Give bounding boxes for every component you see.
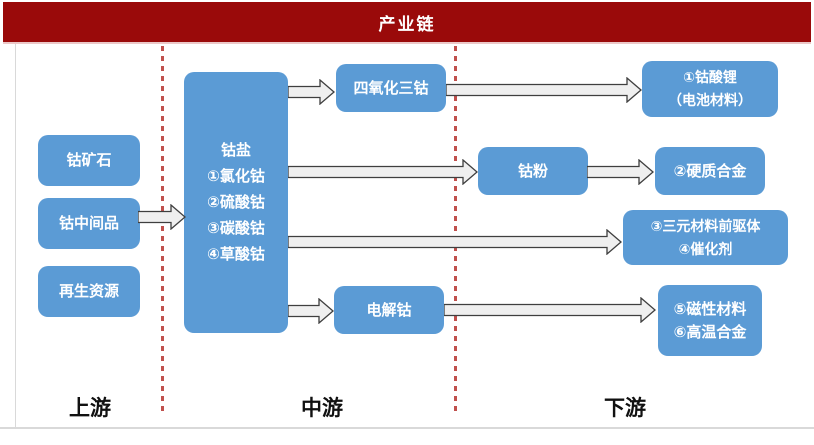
stage-divider-upstream-midstream (161, 46, 164, 412)
stage-divider-midstream-downstream (454, 46, 457, 412)
arrow-salts-to-co3o4 (288, 79, 335, 105)
node-tricobalt-tetroxide: 四氧化三钴 (336, 64, 446, 112)
page-title: 产业链 (378, 14, 436, 34)
arrow-salts-to-electrolytic (288, 298, 334, 324)
arrow-electrolytic-to-magnetic (444, 297, 656, 323)
node-electrolytic-cobalt: 电解钴 (334, 286, 444, 334)
node-cobalt-salts: 钴盐 ①氯化钴 ②硫酸钴 ③碳酸钴 ④草酸钴 (184, 72, 288, 333)
node-magnetic-hightemp: ⑤磁性材料 ⑥高温合金 (658, 285, 762, 356)
node-cemented-carbide: ②硬质合金 (655, 147, 765, 195)
frame-bottom-border (0, 427, 814, 429)
frame-left-border (15, 44, 16, 427)
node-recycled-resources: 再生资源 (38, 266, 140, 317)
arrow-powder-to-carbide (587, 159, 654, 185)
arrow-co3o4-to-lco (446, 77, 642, 103)
stage-label-midstream: 中游 (301, 397, 343, 420)
node-cobalt-intermediate: 钴中间品 (38, 198, 140, 249)
node-ternary-precursor-catalyst: ③三元材料前驱体 ④催化剂 (623, 210, 788, 265)
stage-label-upstream: 上游 (69, 397, 111, 420)
node-cobalt-ore: 钴矿石 (38, 135, 140, 186)
title-bar: 产业链 (3, 2, 811, 44)
arrow-intermediate-to-salts (138, 204, 186, 230)
node-cobalt-powder: 钴粉 (478, 147, 588, 195)
arrow-salts-to-ternary (288, 229, 622, 255)
arrow-salts-to-powder (288, 159, 478, 185)
stage-label-downstream: 下游 (604, 397, 646, 420)
node-lithium-cobalt-oxide: ①钴酸锂 （电池材料） (642, 61, 778, 117)
